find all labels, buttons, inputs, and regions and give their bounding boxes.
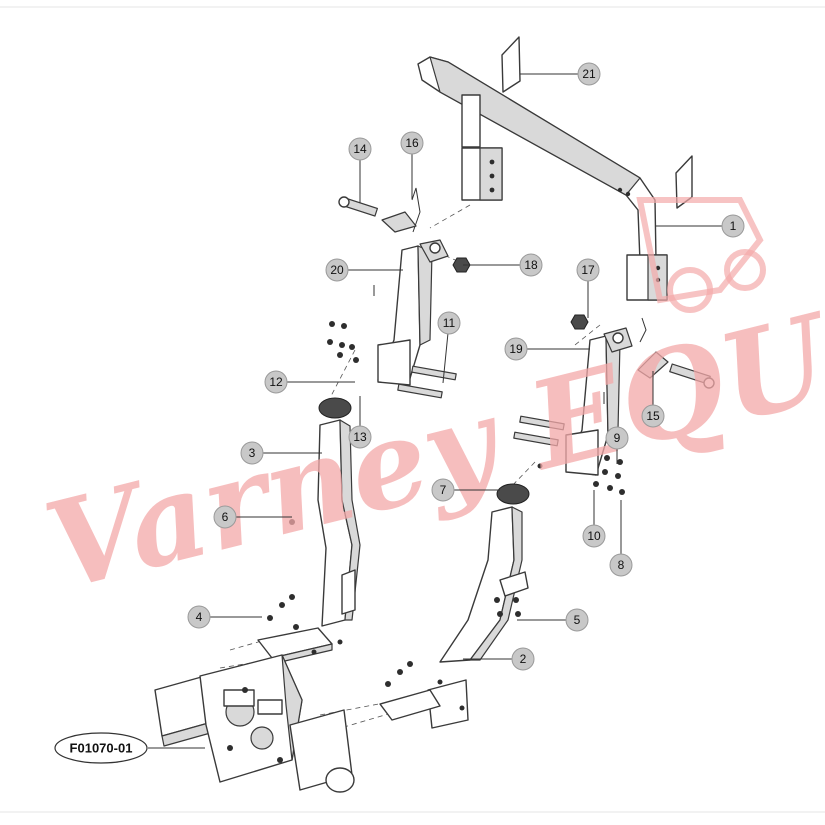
right-lower-post-part-2 bbox=[379, 506, 529, 729]
callout-circle bbox=[431, 478, 455, 502]
callout-20: 20 bbox=[325, 258, 349, 282]
callout-number: 5 bbox=[574, 613, 581, 627]
callout-16: 16 bbox=[400, 131, 424, 155]
callout-number: 7 bbox=[440, 483, 447, 497]
callout-3: 3 bbox=[240, 441, 264, 465]
callout-circle bbox=[582, 524, 606, 548]
callout-circle bbox=[605, 426, 629, 450]
reference-code-badge: F01070-01 bbox=[54, 732, 205, 764]
nut-part-17 bbox=[570, 314, 589, 330]
callout-15: 15 bbox=[641, 404, 665, 428]
callout-1: 1 bbox=[721, 214, 745, 238]
callout-number: 13 bbox=[353, 430, 367, 444]
callout-4: 4 bbox=[187, 605, 211, 629]
callout-17: 17 bbox=[576, 258, 600, 282]
callout-circle bbox=[609, 553, 633, 577]
callout-circle bbox=[511, 647, 535, 671]
callout-9: 9 bbox=[605, 426, 629, 450]
callout-circle bbox=[721, 214, 745, 238]
left-upper-hardware bbox=[327, 321, 457, 399]
upper-rops-hoop-part-1 bbox=[417, 56, 668, 301]
callout-number: 16 bbox=[405, 136, 419, 150]
callout-11: 11 bbox=[437, 311, 461, 335]
callout-number: 2 bbox=[520, 652, 527, 666]
nut-part-18 bbox=[452, 257, 471, 273]
callout-circle bbox=[519, 253, 543, 277]
callout-number: 10 bbox=[587, 529, 601, 543]
left-upper-post-part-20 bbox=[373, 239, 449, 386]
right-upper-post-part-19 bbox=[565, 327, 633, 476]
callout-5: 5 bbox=[565, 608, 589, 632]
right-hardware bbox=[513, 415, 625, 495]
callout-circle bbox=[437, 311, 461, 335]
callout-number: 6 bbox=[222, 510, 229, 524]
callout-13: 13 bbox=[348, 425, 372, 449]
callout-12: 12 bbox=[264, 370, 288, 394]
callout-number: 21 bbox=[582, 67, 596, 81]
callout-circle bbox=[187, 605, 211, 629]
callout-6: 6 bbox=[213, 505, 237, 529]
callout-8: 8 bbox=[609, 553, 633, 577]
callout-number: 9 bbox=[614, 431, 621, 445]
callout-circle bbox=[348, 425, 372, 449]
callout-number: 17 bbox=[581, 263, 595, 277]
callout-number: 8 bbox=[618, 558, 625, 572]
left-lower-post-part-3 bbox=[257, 419, 361, 665]
callout-number: 15 bbox=[646, 409, 660, 423]
callout-18: 18 bbox=[519, 253, 543, 277]
watermark-logo: Varney EQUIPMENT bbox=[33, 148, 825, 618]
callout-number: 19 bbox=[509, 342, 523, 356]
callout-circle bbox=[400, 131, 424, 155]
callout-circle bbox=[264, 370, 288, 394]
callout-2: 2 bbox=[511, 647, 535, 671]
callout-10: 10 bbox=[582, 524, 606, 548]
callout-circle bbox=[213, 505, 237, 529]
pin-part-15 bbox=[637, 317, 715, 389]
cushion-part-13 bbox=[318, 397, 352, 419]
hairpin-part-16 bbox=[381, 187, 421, 233]
watermark-script-text: Varney EQUIPMENT bbox=[33, 148, 825, 618]
callout-number: 14 bbox=[353, 142, 367, 156]
pin-part-14 bbox=[338, 196, 379, 217]
callout-7: 7 bbox=[431, 478, 455, 502]
cushion-part-7 bbox=[496, 483, 530, 505]
callout-number: 3 bbox=[249, 446, 256, 460]
callout-circle bbox=[240, 441, 264, 465]
callout-number: 20 bbox=[330, 263, 344, 277]
callout-19: 19 bbox=[504, 337, 528, 361]
reference-code-label: F01070-01 bbox=[70, 741, 133, 756]
callout-number: 12 bbox=[269, 375, 283, 389]
callout-circle bbox=[641, 404, 665, 428]
callout-number: 1 bbox=[730, 219, 737, 233]
callout-circle bbox=[504, 337, 528, 361]
transaxle-assembly bbox=[154, 654, 355, 793]
callout-circle bbox=[576, 258, 600, 282]
callout-circle bbox=[325, 258, 349, 282]
callout-circle bbox=[577, 62, 601, 86]
callout-21: 21 bbox=[577, 62, 601, 86]
callout-number: 4 bbox=[196, 610, 203, 624]
callout-circle bbox=[565, 608, 589, 632]
callout-circle bbox=[348, 137, 372, 161]
callout-number: 11 bbox=[443, 316, 456, 330]
callout-14: 14 bbox=[348, 137, 372, 161]
callout-number: 18 bbox=[524, 258, 538, 272]
